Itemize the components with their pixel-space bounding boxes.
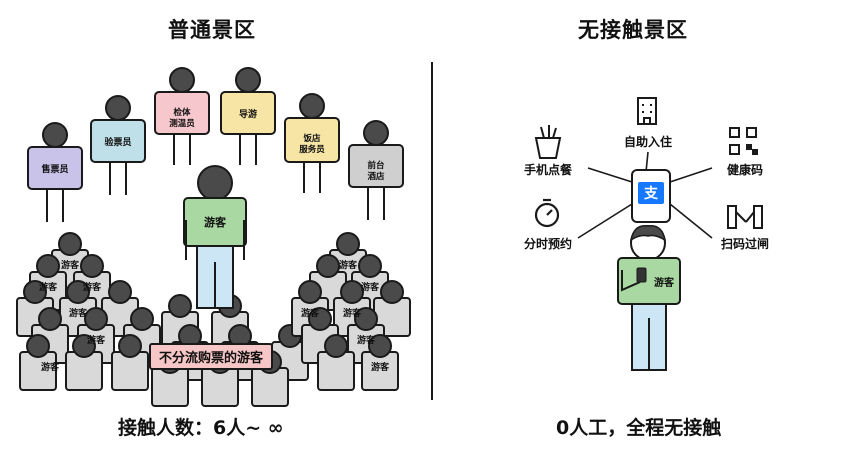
crowd-person-label: 游客	[343, 307, 362, 319]
staff-label: 前台酒店	[367, 160, 385, 182]
left-title: 普通景区	[168, 18, 256, 42]
left-footer: 接触人数：6人~ ∞	[118, 417, 284, 439]
staff-restaurant-server	[284, 93, 340, 193]
crowd-person-label: 游客	[301, 307, 320, 319]
building-icon	[637, 97, 657, 125]
staff-temperature-checker	[154, 67, 210, 165]
qr-code-icon	[729, 127, 758, 155]
crowd-tag: 不分流购票的游客	[149, 343, 274, 370]
crowd-person-label: 游客	[83, 281, 102, 293]
staff-label: 售票员	[40, 163, 68, 175]
right-tourist-label: 游客	[654, 276, 675, 289]
food-bag-icon	[534, 125, 562, 159]
staff-ticket-seller	[27, 122, 83, 222]
crowd: 游客 游客 游客 游客 游客 游客 游客 游客 游客 游客 游客 游客	[16, 232, 411, 407]
staff-ticket-checker	[90, 95, 146, 195]
staff-label: 验票员	[104, 136, 131, 148]
connector-lines	[577, 151, 713, 239]
service-ordering: 手机点餐	[524, 162, 573, 177]
service-booking: 分时预约	[524, 236, 572, 251]
service-health-code: 健康码	[727, 162, 763, 177]
right-title: 无接触景区	[578, 18, 688, 42]
stopwatch-icon	[534, 198, 560, 228]
staff-tour-guide	[220, 67, 276, 165]
crowd-person-label: 游客	[357, 334, 376, 346]
right-tourist	[617, 225, 681, 371]
crowd-person-label: 游客	[69, 307, 88, 319]
right-footer: 0人工，全程无接触	[556, 417, 722, 439]
service-gate: 扫码过闸	[721, 236, 769, 251]
crowd-person-label: 游客	[41, 361, 60, 373]
crowd-person-label: 游客	[39, 281, 58, 293]
gate-icon	[727, 205, 763, 229]
divider	[431, 62, 433, 400]
phone-glyph: 支	[643, 185, 659, 202]
center-tourist-label: 游客	[204, 215, 227, 229]
crowd-person-label: 游客	[371, 361, 390, 373]
crowd-person-label: 游客	[87, 334, 106, 346]
crowd-person-label: 游客	[61, 259, 80, 271]
staff-hotel-front-desk	[348, 120, 404, 220]
staff-label: 检体测温员	[169, 107, 195, 129]
phone-icon	[631, 169, 671, 223]
staff-label: 饭店服务员	[299, 133, 325, 155]
crowd-person-label: 游客	[339, 259, 358, 271]
crowd-person-label: 游客	[361, 281, 380, 293]
center-tourist	[183, 165, 247, 309]
staff-label: 导游	[239, 108, 257, 120]
service-checkin: 自助入住	[624, 134, 672, 149]
